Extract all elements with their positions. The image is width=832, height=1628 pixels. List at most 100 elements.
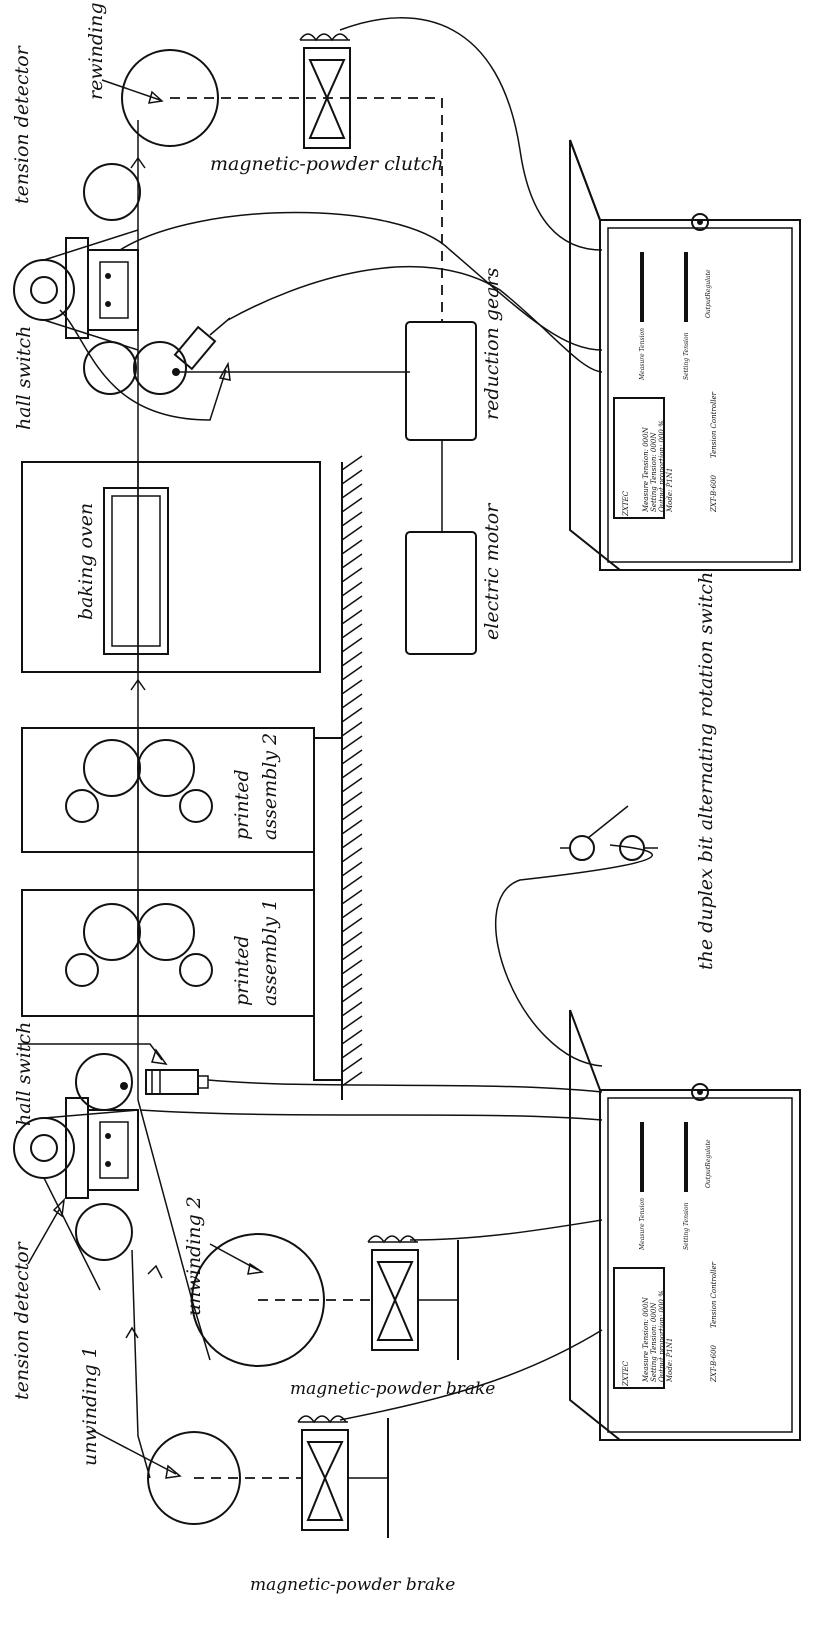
label-unwinding-1: unwinding 1 xyxy=(79,1346,101,1466)
ground-hatch-stroke xyxy=(341,833,363,849)
svg-text:Mode: P1N1: Mode: P1N1 xyxy=(666,468,674,513)
ground-hatch-stroke xyxy=(341,1001,363,1017)
ground-hatch-stroke xyxy=(341,987,363,1003)
svg-text:ZXTEC: ZXTEC xyxy=(622,490,630,517)
ground-hatch-stroke xyxy=(341,763,363,779)
label-printed-assembly-1-a: printed xyxy=(231,935,253,1006)
printed-assembly-1-box xyxy=(21,889,315,1017)
ground-hatch-stroke xyxy=(341,1057,363,1073)
svg-text:Measure Tension: 000N: Measure Tension: 000N xyxy=(642,426,650,513)
label-printed-assembly-1-b: assembly 1 xyxy=(259,899,281,1006)
ground-hatch-stroke xyxy=(341,847,363,863)
label-magnetic-powder-clutch: magnetic-powder clutch xyxy=(210,153,444,175)
ground-hatch-stroke xyxy=(341,861,363,877)
hall-sensor-bottom xyxy=(145,1069,209,1095)
magnetic-powder-clutch xyxy=(299,33,351,149)
controller-top-bars xyxy=(640,252,688,322)
ground-hatch-stroke xyxy=(341,637,363,653)
unwinding-1-roll xyxy=(147,1431,241,1525)
svg-text:Measure Tension: Measure Tension xyxy=(639,328,646,381)
label-tension-detector-top: tension detector xyxy=(11,44,33,204)
ground-hatch-stroke xyxy=(341,889,363,905)
controller-top-labels: ZXTEC Measure Tension: 000N Setting Tens… xyxy=(622,269,718,517)
ground-hatch-stroke xyxy=(341,483,363,499)
guide-roller-bottom xyxy=(75,1203,133,1261)
ground-hatch-stroke xyxy=(341,777,363,793)
ground-hatch-stroke xyxy=(341,931,363,947)
label-rewinding: rewinding xyxy=(85,2,107,100)
tension-controller-top xyxy=(569,139,801,571)
ground-hatch-stroke xyxy=(341,609,363,625)
alternating-rotation-switch xyxy=(560,805,658,861)
ground-hatch-stroke xyxy=(341,1071,363,1087)
label-electric-motor: electric motor xyxy=(481,502,503,640)
ground-hatch-stroke xyxy=(341,1043,363,1059)
label-tension-detector-bottom: tension detector xyxy=(11,1240,33,1400)
controller-bottom-bars xyxy=(640,1122,688,1192)
ground-hatching xyxy=(341,455,363,1100)
ground-hatch-stroke xyxy=(341,791,363,807)
ground-hatch-stroke xyxy=(341,721,363,737)
magnetic-powder-brake-2 xyxy=(367,1235,459,1360)
ground-hatch-stroke xyxy=(341,945,363,961)
printed-assembly-2-box xyxy=(21,727,315,853)
ground-hatch-stroke xyxy=(341,567,363,583)
ground-hatch-stroke xyxy=(341,595,363,611)
label-unwinding-2: unwinding 2 xyxy=(183,1196,205,1316)
svg-text:OutputRegulate: OutputRegulate xyxy=(705,1139,712,1188)
ground-hatch-stroke xyxy=(341,497,363,513)
ground-hatch-stroke xyxy=(341,651,363,667)
electric-motor-box xyxy=(405,531,477,655)
ground-hatch-stroke xyxy=(341,693,363,709)
label-printed-assembly-2-b: assembly 2 xyxy=(259,733,281,840)
ground-hatch-stroke xyxy=(341,455,363,471)
svg-text:ZXT-B-600: ZXT-B-600 xyxy=(710,1344,718,1383)
svg-text:OutputRegulate: OutputRegulate xyxy=(705,269,712,318)
label-printed-assembly-2-a: printed xyxy=(231,769,253,840)
ground-hatch-stroke xyxy=(341,1015,363,1031)
ground-hatch-stroke xyxy=(341,581,363,597)
ground-hatch-stroke xyxy=(341,539,363,555)
tension-detector-bottom xyxy=(13,1097,139,1291)
ground-hatch-stroke xyxy=(341,511,363,527)
ground-hatch-stroke xyxy=(341,749,363,765)
label-reduction-gears: reduction gears xyxy=(481,267,503,420)
reduction-gears-box xyxy=(405,321,477,441)
ground-hatch-stroke xyxy=(341,665,363,681)
ground-hatch-stroke xyxy=(341,679,363,695)
ground-hatch-stroke xyxy=(341,735,363,751)
ground-hatch-stroke xyxy=(341,875,363,891)
baking-oven-box xyxy=(21,461,321,673)
printing-platform xyxy=(313,737,343,1081)
svg-text:Setting Tension: Setting Tension xyxy=(683,332,690,380)
ground-hatch-stroke xyxy=(341,707,363,723)
nip-roller-top-right xyxy=(133,341,187,395)
hall-sensor-top xyxy=(173,317,231,371)
svg-text:Setting Tension: 000N: Setting Tension: 000N xyxy=(650,1302,658,1382)
controller-bottom-labels: ZXTEC Measure Tension: 000N Setting Tens… xyxy=(622,1139,718,1387)
ground-hatch-stroke xyxy=(341,903,363,919)
web-arrow-oven xyxy=(130,678,146,691)
label-baking-oven: baking oven xyxy=(75,503,97,620)
nip-roller-bottom xyxy=(75,1053,133,1111)
rewinding-roll xyxy=(121,49,219,147)
baking-oven-window xyxy=(103,487,169,655)
ground-hatch-stroke xyxy=(341,469,363,485)
wiring xyxy=(119,17,653,1421)
svg-text:Tension Controller: Tension Controller xyxy=(710,1261,718,1328)
nip-roller-top-left xyxy=(83,341,137,395)
svg-text:Tension Controller: Tension Controller xyxy=(710,391,718,458)
label-magnetic-powder-brake-1: magnetic-powder brake xyxy=(250,1575,455,1595)
label-hall-switch-bottom: hall switch xyxy=(13,1022,35,1126)
svg-text:Measure Tension: Measure Tension xyxy=(639,1198,646,1251)
svg-text:Mode: P1N1: Mode: P1N1 xyxy=(666,1338,674,1383)
ground-hatch-stroke xyxy=(341,819,363,835)
tension-detector-top xyxy=(13,229,139,351)
ground-hatch-stroke xyxy=(341,553,363,569)
ground-hatch-stroke xyxy=(341,1029,363,1045)
svg-text:Setting Tension: Setting Tension xyxy=(683,1202,690,1250)
ground-hatch-stroke xyxy=(341,917,363,933)
ground-hatch-stroke xyxy=(341,525,363,541)
ground-hatch-stroke xyxy=(341,805,363,821)
